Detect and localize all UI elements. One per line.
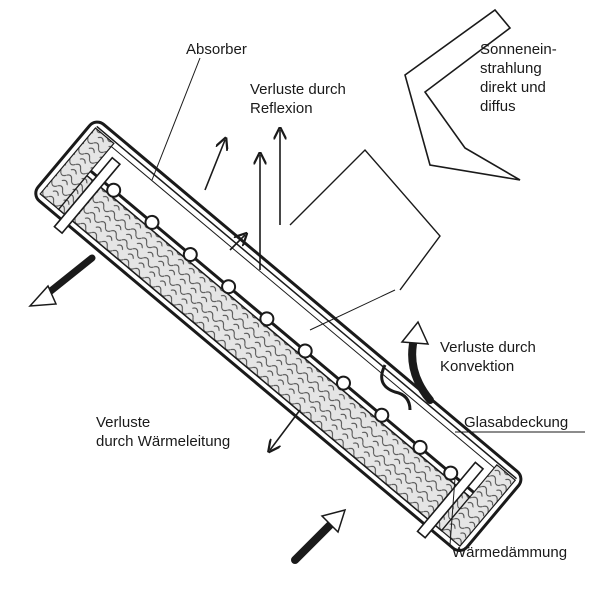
daemmung-leader-line bbox=[449, 477, 456, 546]
label-glas: Glasabdeckung bbox=[464, 413, 568, 432]
label-reflexion-line1: Verluste durch bbox=[250, 81, 346, 98]
label-konvektion: Verluste durch Konvektion bbox=[440, 338, 536, 376]
label-daemmung-text: Wärmedämmung bbox=[452, 544, 568, 561]
sun-radiation-arrow-icon bbox=[404, 8, 521, 181]
pipe bbox=[335, 375, 351, 391]
reflection-arrow-icon bbox=[229, 235, 245, 251]
pipe bbox=[221, 279, 237, 295]
pipe bbox=[374, 407, 390, 423]
label-sonne: Sonnenein- strahlung direkt und diffus bbox=[480, 40, 557, 116]
glass-cover bbox=[96, 125, 518, 480]
reflection-arrow-icon bbox=[204, 140, 225, 191]
label-absorber: Absorber bbox=[186, 40, 247, 59]
label-reflexion: Verluste durch Reflexion bbox=[250, 80, 346, 118]
convection-loop-icon bbox=[380, 364, 412, 411]
label-konvektion-line1: Verluste durch bbox=[440, 339, 536, 356]
pipe bbox=[259, 311, 275, 327]
label-sonne-line3: direkt und bbox=[480, 79, 546, 96]
reflexion-leader-line bbox=[309, 289, 396, 331]
pipe bbox=[182, 247, 198, 263]
label-waermeleitung-line2: durch Wärmeleitung bbox=[96, 433, 231, 450]
pipe bbox=[443, 465, 459, 481]
header-pipe-bottom bbox=[416, 461, 485, 539]
absorber-pipes bbox=[106, 182, 459, 481]
light-shaft-icon bbox=[289, 148, 441, 291]
label-reflexion-line2: Reflexion bbox=[250, 100, 313, 117]
label-konvektion-line2: Konvektion bbox=[440, 358, 515, 375]
cold-inflow-arrow-icon bbox=[291, 516, 339, 564]
conduction-loss-arrow-icon bbox=[270, 409, 301, 450]
glass-cover-inner bbox=[110, 146, 495, 469]
label-sonne-line2: strahlung bbox=[480, 60, 542, 77]
label-absorber-text: Absorber bbox=[186, 41, 247, 58]
label-waermeleitung: Verluste durch Wärmeleitung bbox=[96, 413, 230, 451]
label-waermeleitung-line1: Verluste bbox=[96, 414, 151, 431]
label-sonne-line4: diffus bbox=[480, 98, 516, 115]
insulation-end-top bbox=[39, 127, 115, 211]
cold-inflow-arrow-head-icon bbox=[320, 508, 347, 534]
convection-arrow-head-icon bbox=[400, 320, 430, 345]
pipe bbox=[297, 343, 313, 359]
conduction-loss-arrow-head-icon bbox=[28, 284, 58, 307]
absorber-leader-line bbox=[151, 57, 201, 181]
pipe bbox=[106, 182, 122, 198]
collector-body bbox=[34, 120, 523, 552]
pipe bbox=[144, 214, 160, 230]
label-daemmung: Wärmedämmung bbox=[452, 543, 567, 562]
pipe bbox=[412, 439, 428, 455]
label-sonne-line1: Sonnenein- bbox=[480, 41, 557, 58]
label-glas-text: Glasabdeckung bbox=[464, 414, 569, 431]
header-pipe-top bbox=[53, 156, 122, 235]
